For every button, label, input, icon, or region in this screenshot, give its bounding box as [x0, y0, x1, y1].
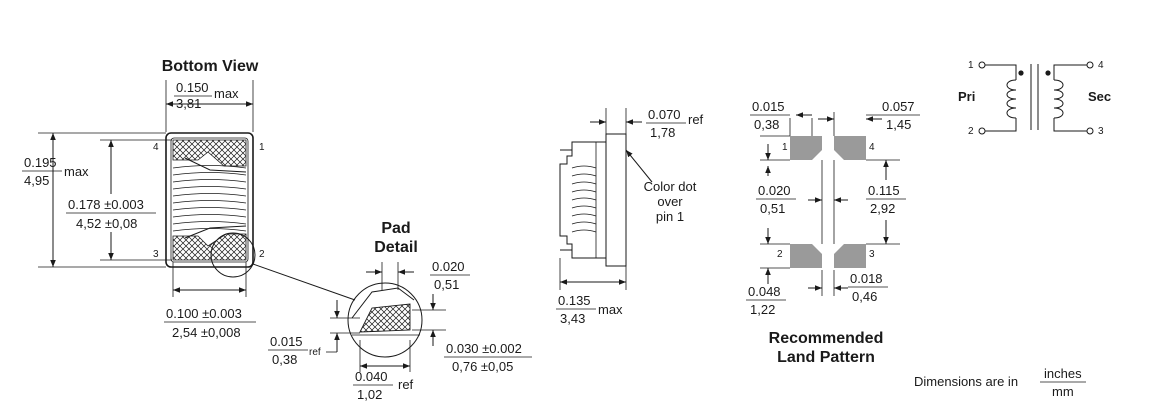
sv-depth-in: 0.135	[558, 293, 591, 308]
pd-length-in: 0.040	[355, 369, 388, 384]
bv-height-mm: 4,95	[24, 173, 49, 188]
lp-title-2: Land Pattern	[777, 349, 875, 366]
lp-pin-2: 2	[777, 249, 783, 260]
pd-width-mm: 0,51	[434, 277, 459, 292]
land-pattern: 1 4 2 3 0.015 0,38 0.057 1,45 0.020 0,51	[746, 99, 920, 366]
secondary-dot	[1045, 70, 1051, 76]
land-pad-2	[790, 244, 822, 268]
bottom-view: Bottom View 0.150 3,81 max 4 1 3	[22, 58, 356, 340]
pd-offset-mm: 0,38	[272, 352, 297, 367]
primary-coil	[1006, 79, 1017, 119]
sch-pin-4: 4	[1098, 60, 1104, 71]
lp-pin-3: 3	[869, 249, 875, 260]
bv-height-tol-in: 0.178 ±0.003	[68, 197, 144, 212]
lp-span-in: 0.115	[868, 183, 900, 198]
bv-height-in: 0.195	[24, 155, 57, 170]
sch-pin-1: 1	[968, 60, 974, 71]
side-view: 0.070 1,78 ref Color dot over pin 1 0.13…	[556, 107, 704, 326]
lp-padgap-in: 0.020	[758, 183, 791, 198]
units-label: Dimensions are in	[914, 374, 1018, 389]
bv-span-in: 0.100 ±0.003	[166, 306, 242, 321]
units-top: inches	[1044, 366, 1082, 381]
pd-width-in: 0.020	[432, 259, 465, 274]
primary-dot	[1018, 70, 1024, 76]
units-legend: Dimensions are in inches mm	[914, 366, 1086, 399]
transformer-schematic: 1 2 4 3 Pri Sec	[958, 60, 1111, 137]
sch-pri-label: Pri	[958, 89, 975, 104]
bv-width-in: 0.150	[176, 80, 209, 95]
bottom-view-title: Bottom View	[162, 58, 259, 75]
side-coil	[571, 165, 597, 233]
lp-gap-mm: 0,38	[754, 117, 779, 132]
land-pad-1	[790, 136, 822, 160]
bv-width-mm: 3,81	[176, 96, 201, 111]
pd-length-note: ref	[398, 377, 414, 392]
pd-height-in: 0.030 ±0.002	[446, 341, 522, 356]
lp-span-mm: 2,92	[870, 201, 895, 216]
lp-padh-in: 0.048	[748, 284, 781, 299]
sv-dot-line-2: over	[657, 194, 683, 209]
pad-detail: Pad Detail 0.020 0,51 0.015 0,38 ref 0.0…	[268, 220, 532, 402]
detail-callout-circle	[210, 232, 256, 278]
bv-pin-4: 4	[153, 142, 159, 153]
bv-pin-3: 3	[153, 249, 159, 260]
lp-padgap-mm: 0,51	[760, 201, 785, 216]
pd-offset-note: ref	[309, 347, 321, 358]
secondary-coil	[1053, 79, 1064, 119]
top-pad-hatch	[172, 139, 247, 167]
lp-padh-mm: 1,22	[750, 302, 775, 317]
lp-padlen-in: 0.057	[882, 99, 915, 114]
sch-sec-label: Sec	[1088, 89, 1111, 104]
sv-dot-line-3: pin 1	[656, 209, 684, 224]
land-pad-3	[834, 244, 866, 268]
bv-span-mm: 2,54 ±0,008	[172, 325, 241, 340]
sch-pin-2: 2	[968, 126, 974, 137]
pd-length-mm: 1,02	[357, 387, 382, 402]
sv-flange-mm: 1,78	[650, 125, 675, 140]
pad-detail-title-2: Detail	[374, 239, 418, 256]
lp-padw-in: 0.018	[850, 271, 883, 286]
land-pad-4	[834, 136, 866, 160]
lp-padw-mm: 0,46	[852, 289, 877, 304]
sv-dot-line-1: Color dot	[644, 179, 697, 194]
pd-height-mm: 0,76 ±0,05	[452, 359, 513, 374]
detail-circle	[347, 282, 423, 358]
bv-pin-1: 1	[259, 142, 265, 153]
sch-pin-3: 3	[1098, 126, 1104, 137]
sv-depth-note: max	[598, 302, 623, 317]
pad-detail-title-1: Pad	[381, 220, 410, 237]
bv-height-tol-mm: 4,52 ±0,08	[76, 216, 137, 231]
lp-title-1: Recommended	[769, 330, 884, 347]
bv-width-note: max	[214, 86, 239, 101]
units-bottom: mm	[1052, 384, 1074, 399]
lp-pin-1: 1	[782, 142, 788, 153]
lp-pin-4: 4	[869, 142, 875, 153]
sv-depth-mm: 3,43	[560, 311, 585, 326]
bottom-pad-hatch	[172, 233, 247, 261]
sv-flange-in: 0.070	[648, 107, 681, 122]
bv-height-note: max	[64, 164, 89, 179]
sv-flange-note: ref	[688, 112, 704, 127]
bv-pin-2: 2	[259, 249, 265, 260]
lp-padlen-mm: 1,45	[886, 117, 911, 132]
pd-offset-in: 0.015	[270, 334, 303, 349]
lp-gap-in: 0.015	[752, 99, 785, 114]
